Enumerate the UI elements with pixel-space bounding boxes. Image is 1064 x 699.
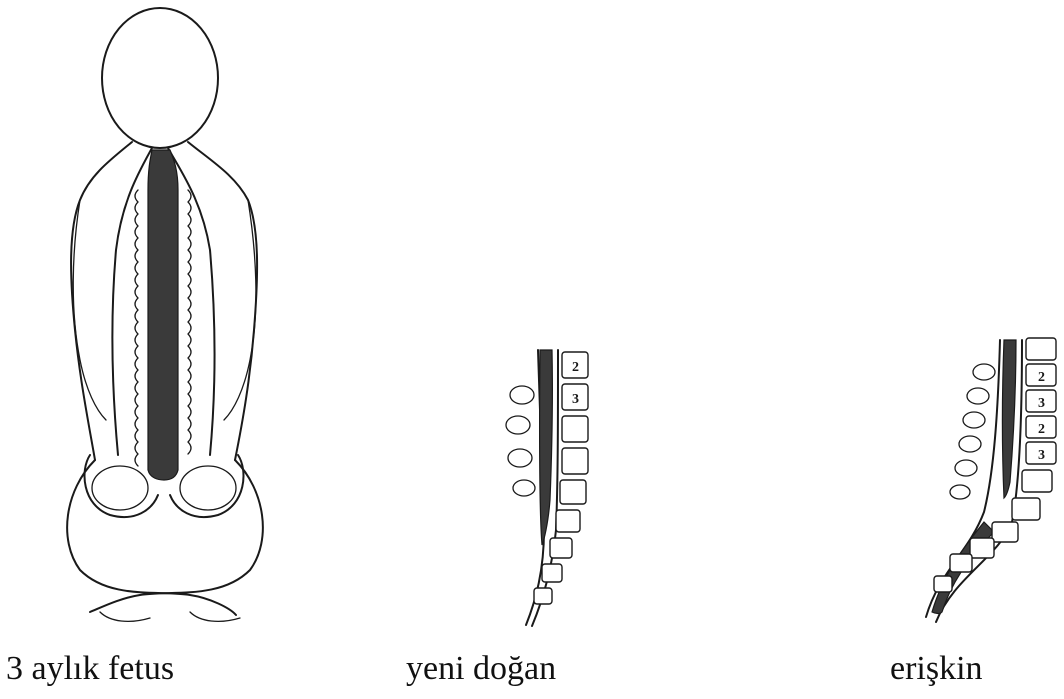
- adult-vertebra-label: 2: [1038, 370, 1045, 385]
- adult-figure: 2 3 2 3: [914, 332, 1064, 632]
- caption-adult: erişkin: [890, 652, 983, 686]
- newborn-vertebra-label: 2: [572, 360, 579, 375]
- fetus-vertebrae-left: [135, 190, 138, 466]
- adult-vertebra-label: 2: [1038, 422, 1045, 437]
- fetus-right-sacral-lobe: [180, 466, 236, 510]
- newborn-figure: 2 3: [500, 340, 620, 630]
- fetus-back-left-edge: [112, 148, 152, 455]
- caption-fetus: 3 aylık fetus: [6, 652, 174, 686]
- fetus-vertebrae-right: [188, 190, 191, 454]
- fetus-left-arm: [73, 200, 106, 420]
- adult-vertebra-label: 3: [1038, 448, 1045, 463]
- fetus-left-shoulder: [71, 142, 132, 460]
- fetus-right-hip: [170, 455, 243, 517]
- caption-newborn: yeni doğan: [406, 652, 556, 686]
- fetus-head: [102, 8, 218, 148]
- newborn-spinal-cord: [540, 350, 553, 545]
- fetus-right-arm: [224, 200, 256, 420]
- newborn-spinous-processes: [506, 386, 535, 496]
- fetus-left-sacral-lobe: [92, 466, 148, 510]
- newborn-vertebra-label: 3: [572, 392, 579, 407]
- fetus-left-foot: [100, 612, 150, 621]
- fetus-spinal-cord: [148, 150, 178, 480]
- fetus-figure: [40, 0, 300, 640]
- adult-spinal-cord: [1003, 340, 1017, 498]
- fetus-left-hip: [85, 455, 158, 517]
- adult-vertebra-label: 3: [1038, 396, 1045, 411]
- adult-spinous-processes: [950, 364, 995, 499]
- fetus-right-shoulder: [188, 142, 257, 460]
- fetus-right-foot: [190, 612, 240, 621]
